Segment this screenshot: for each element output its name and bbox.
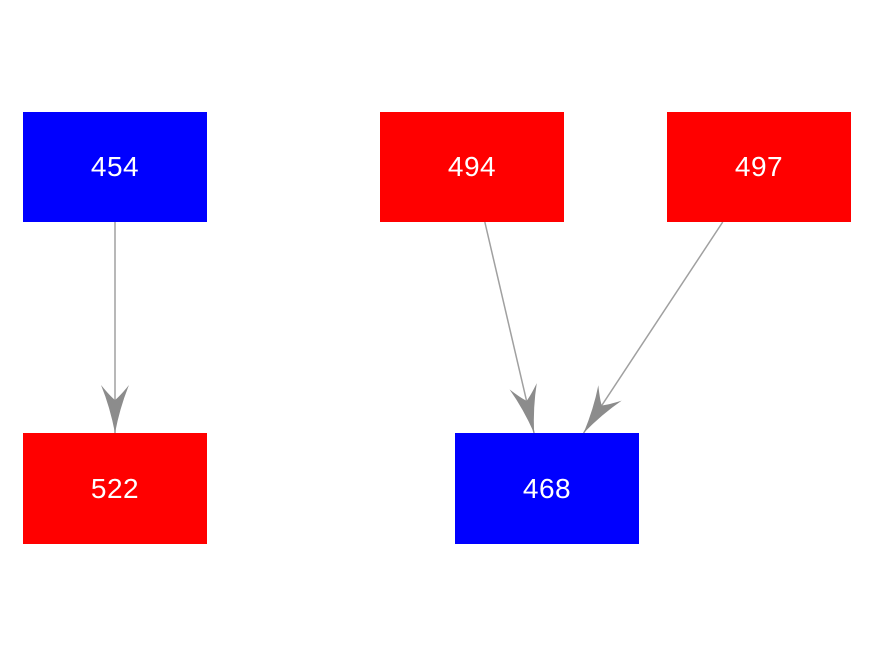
- node-label: 494: [447, 151, 497, 182]
- graph-node-522: 522: [23, 433, 207, 544]
- node-label: 454: [90, 151, 140, 182]
- edge-line-494-468: [484, 221, 535, 434]
- node-label: 468: [522, 472, 572, 504]
- graph-node-494: 494: [380, 112, 564, 222]
- edge-arrowhead-497-468: [583, 385, 622, 433]
- graph-node-454: 454: [23, 112, 207, 222]
- edge-arrowhead-494-468: [509, 383, 537, 433]
- edge-arrowhead-454-522: [101, 385, 129, 433]
- node-label: 522: [90, 472, 140, 504]
- edge-line-497-468: [582, 221, 724, 434]
- graph-node-497: 497: [667, 112, 851, 222]
- graph-node-468: 468: [455, 433, 639, 544]
- node-label: 497: [734, 151, 784, 182]
